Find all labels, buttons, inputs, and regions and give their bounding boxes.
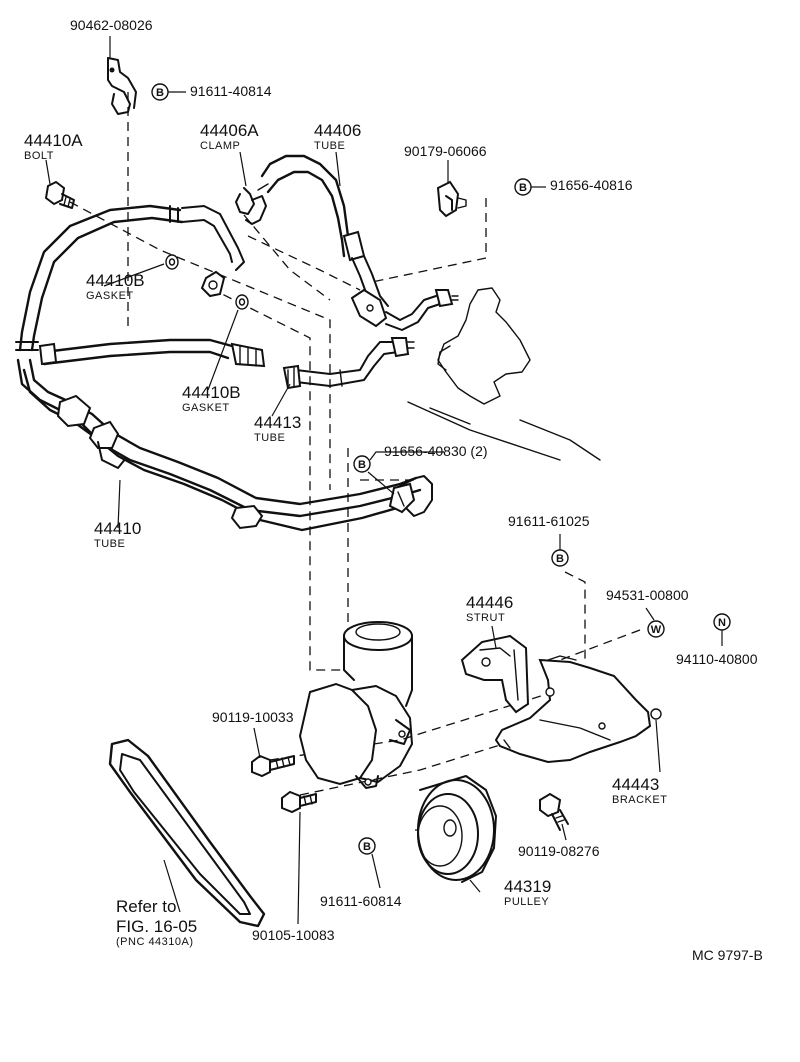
- label-94110-40800: 94110-40800: [676, 651, 758, 667]
- gasket-44410b-upper[interactable]: [165, 254, 179, 270]
- circle-n-94110-40800: N: [713, 613, 731, 631]
- label-44319: 44319: [504, 877, 551, 896]
- tube-44406[interactable]: [260, 154, 459, 331]
- label-tube-44406: TUBE: [314, 140, 345, 152]
- tube-44410[interactable]: [15, 204, 433, 532]
- label-gasket-1: GASKET: [86, 290, 134, 302]
- svg-text:W: W: [651, 624, 662, 636]
- label-44410: 44410: [94, 519, 141, 538]
- label-44413: 44413: [254, 413, 301, 432]
- label-gasket-2: GASKET: [182, 402, 230, 414]
- circle-b-91611-40814: B: [151, 83, 169, 101]
- gasket-44410b-lower[interactable]: [235, 294, 249, 310]
- circle-b-91611-60814: B: [358, 837, 376, 855]
- label-bolt: BOLT: [24, 150, 54, 162]
- label-tube-44410: TUBE: [94, 538, 125, 550]
- drive-belt[interactable]: [108, 738, 266, 928]
- label-fig-16-05: FIG. 16-05: [116, 917, 197, 936]
- clip-90179[interactable]: [436, 180, 467, 218]
- label-90179-06066: 90179-06066: [404, 143, 487, 159]
- svg-text:B: B: [519, 182, 527, 194]
- circle-w-94531-00800: W: [647, 620, 665, 638]
- svg-text:B: B: [358, 459, 366, 471]
- bolt-44410a[interactable]: [44, 180, 75, 209]
- label-44443: 44443: [612, 775, 659, 794]
- engine-outline: [407, 287, 601, 461]
- pulley-44319[interactable]: [417, 775, 497, 883]
- label-91611-61025: 91611-61025: [508, 513, 590, 529]
- label-pulley: PULLEY: [504, 896, 549, 908]
- leader-lines: [45, 36, 723, 925]
- svg-text:B: B: [363, 841, 371, 853]
- label-44446: 44446: [466, 593, 513, 612]
- label-pnc-44310a: (PNC 44310A): [116, 936, 194, 948]
- label-tube-44413: TUBE: [254, 432, 285, 444]
- svg-text:B: B: [556, 553, 564, 565]
- label-91611-60814: 91611-60814: [320, 893, 402, 909]
- label-44406a: 44406A: [200, 121, 259, 140]
- label-44406: 44406: [314, 121, 361, 140]
- label-90462-08026: 90462-08026: [70, 17, 153, 33]
- label-90119-10033: 90119-10033: [212, 709, 294, 725]
- label-94531-00800: 94531-00800: [606, 587, 689, 603]
- label-44410b-1: 44410B: [86, 271, 145, 290]
- clamp-44406a[interactable]: [235, 183, 269, 225]
- circle-b-91611-61025: B: [551, 549, 569, 567]
- svg-text:B: B: [156, 87, 164, 99]
- label-44410b-2: 44410B: [182, 383, 241, 402]
- part-labels: 90462-08026 91611-40814 44410A BOLT 4440…: [24, 17, 763, 963]
- label-mc-9797-b: MC 9797-B: [692, 947, 763, 963]
- label-90105-10083: 90105-10083: [252, 927, 335, 943]
- circle-b-91656-40830: B: [353, 455, 371, 473]
- bolt-90105-10083[interactable]: [281, 790, 317, 814]
- label-bracket: BRACKET: [612, 794, 667, 806]
- label-refer-to: Refer to: [116, 897, 176, 916]
- label-clamp: CLAMP: [200, 140, 240, 152]
- bolt-90119-08276[interactable]: [539, 792, 569, 831]
- circle-b-91656-40816: B: [514, 178, 532, 196]
- strut-44446[interactable]: [460, 634, 530, 714]
- label-91656-40816: 91656-40816: [550, 177, 633, 193]
- clip-90462[interactable]: [107, 57, 137, 115]
- tube-44413[interactable]: [282, 337, 415, 390]
- bolt-90119-10033[interactable]: [251, 754, 295, 778]
- label-91656-40830: 91656-40830 (2): [384, 443, 488, 459]
- label-strut: STRUT: [466, 612, 505, 624]
- label-44410a: 44410A: [24, 131, 83, 150]
- bracket-44443[interactable]: [494, 655, 662, 764]
- power-steering-pump[interactable]: [298, 621, 413, 789]
- svg-text:N: N: [718, 617, 726, 629]
- label-90119-08276: 90119-08276: [518, 843, 600, 859]
- label-91611-40814: 91611-40814: [190, 83, 272, 99]
